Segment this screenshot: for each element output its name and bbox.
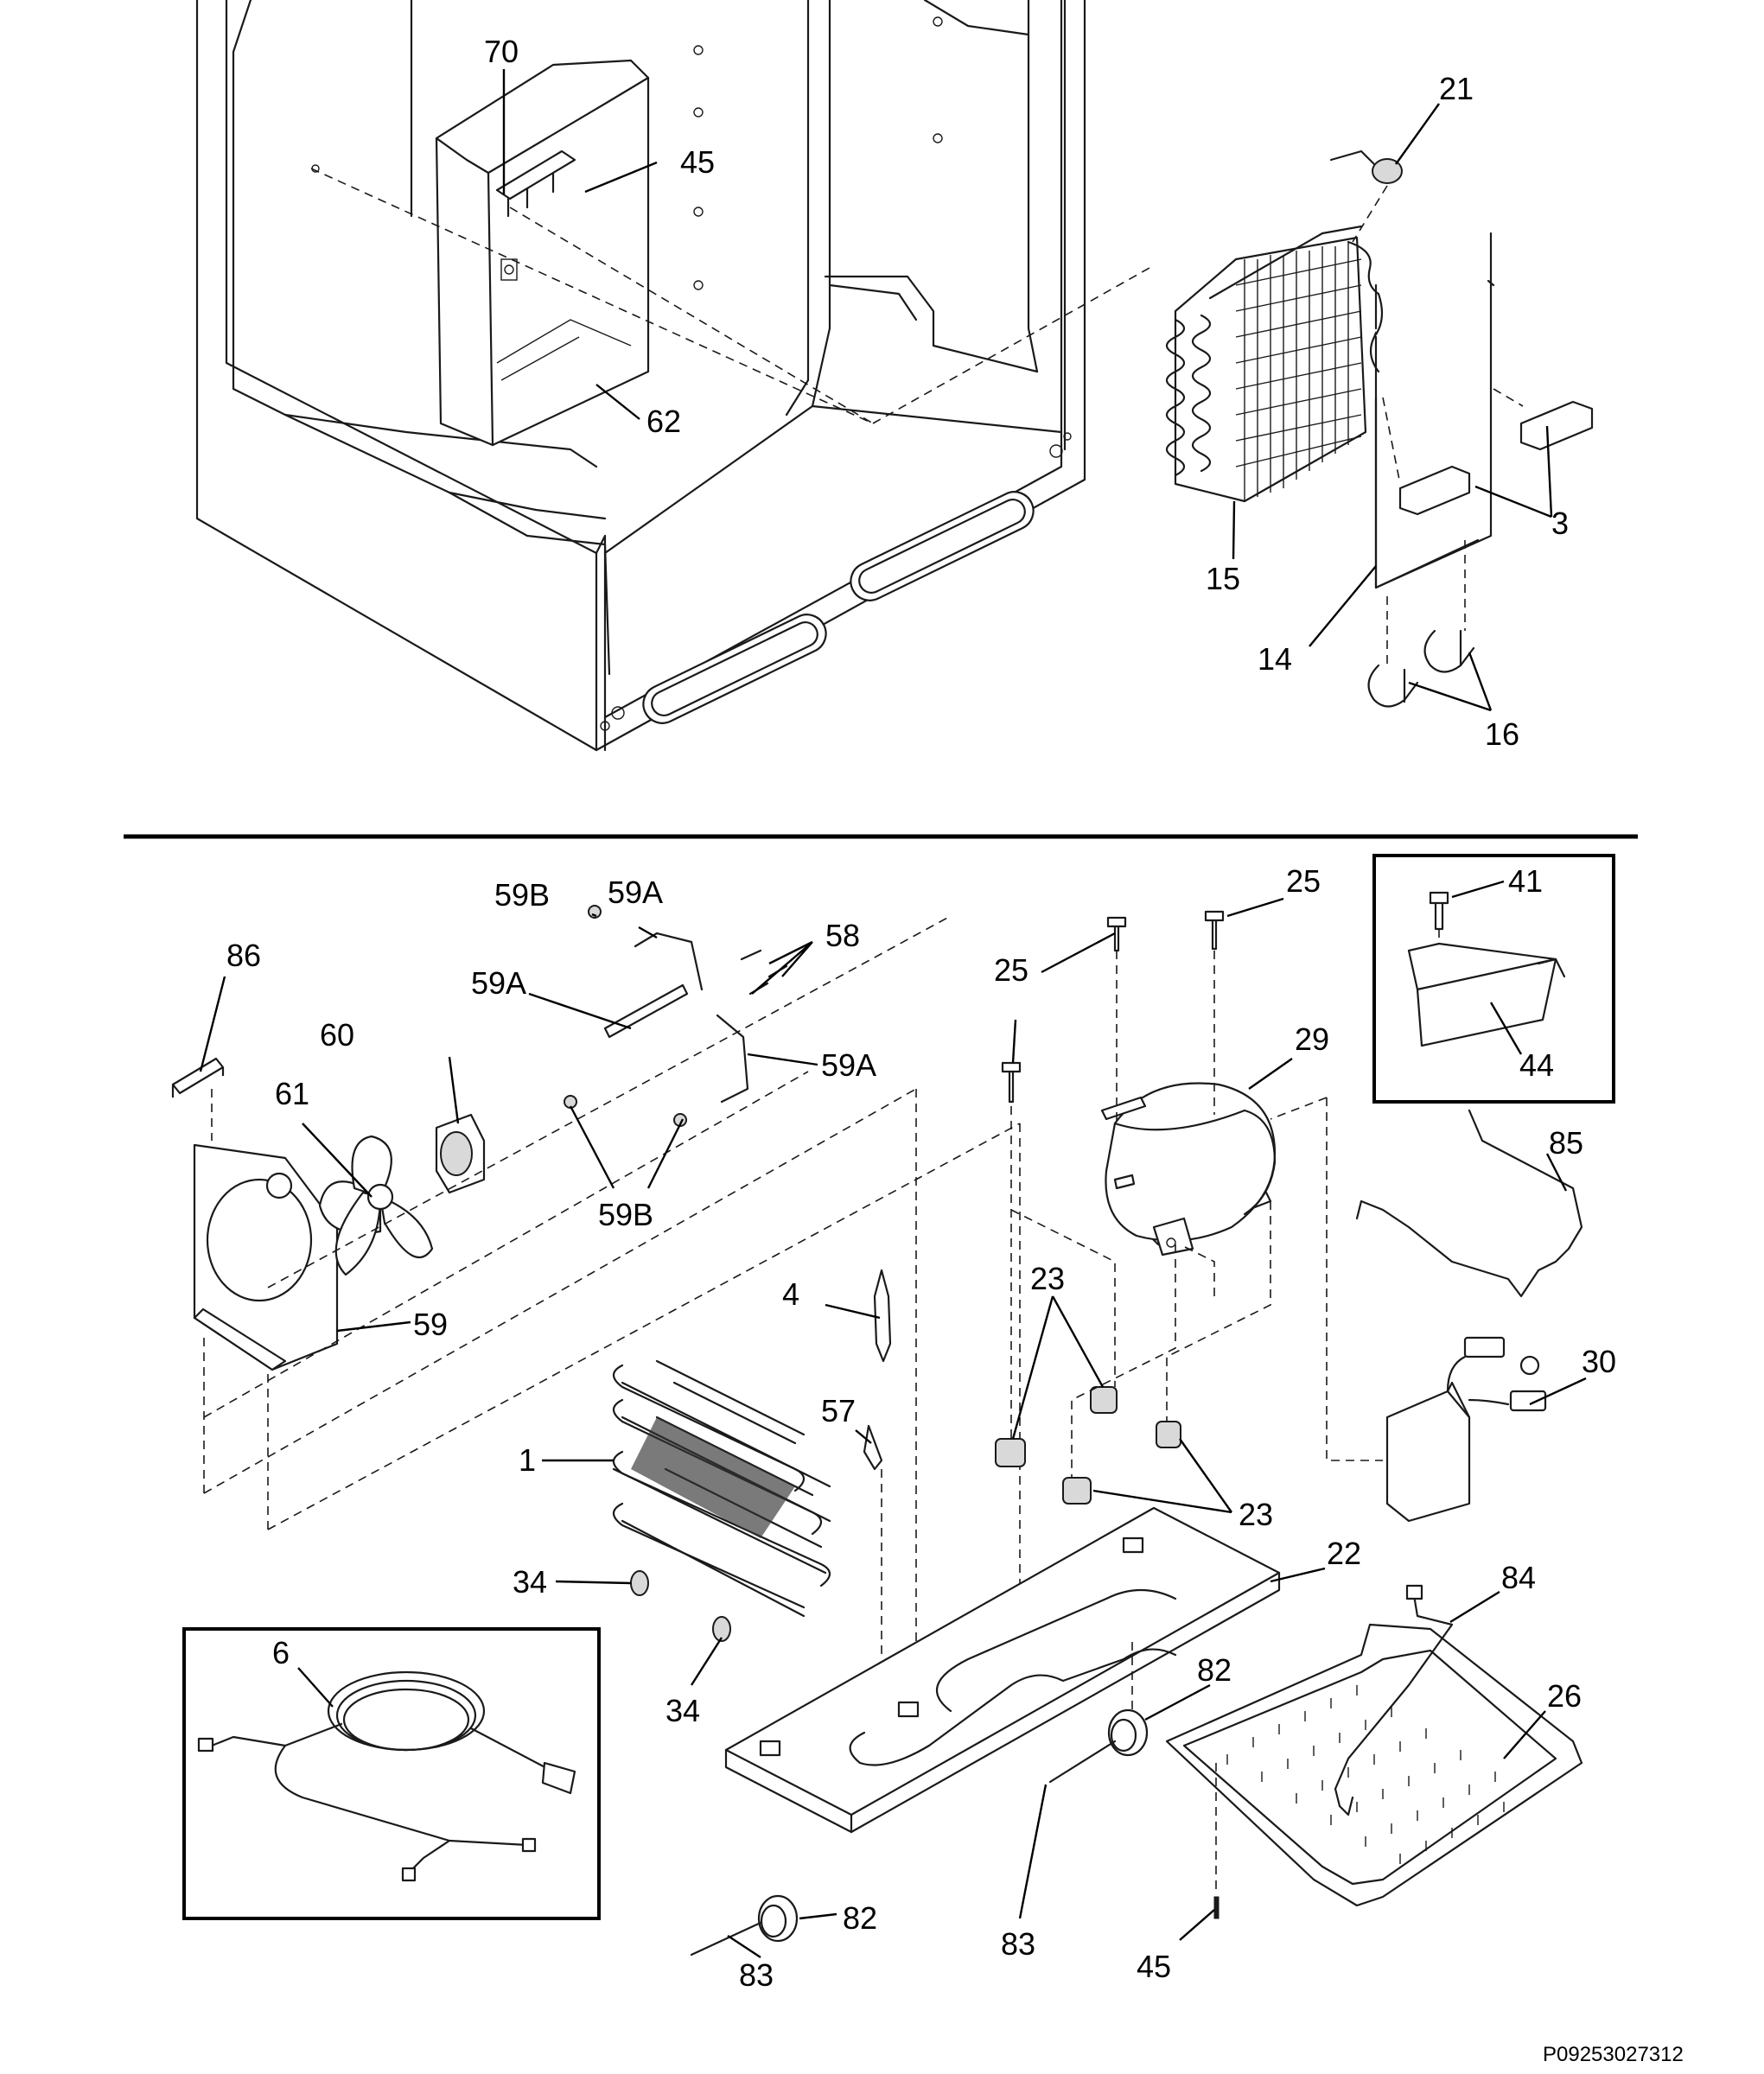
- label-61: 61: [275, 1076, 309, 1111]
- condenser-coil-bottom: [612, 1359, 831, 1618]
- label-34-top: 34: [513, 1564, 547, 1600]
- label-83-left: 83: [739, 1957, 774, 1993]
- label-82-left: 82: [843, 1900, 877, 1936]
- leader-lines: [199, 69, 1587, 1959]
- label-60: 60: [320, 1017, 354, 1053]
- label-34-bottom: 34: [665, 1693, 700, 1728]
- label-86: 86: [226, 938, 261, 973]
- grommet-b: [712, 1616, 731, 1642]
- label-59A-right: 59A: [821, 1047, 876, 1083]
- inset-bracket-box: [1372, 854, 1615, 1104]
- label-23-bottom: 23: [1239, 1497, 1273, 1532]
- drier: [873, 1269, 892, 1363]
- relay-overload: [1385, 1336, 1547, 1523]
- drier-fitting: [1329, 150, 1403, 184]
- condenser-bracket-rod: [1372, 232, 1495, 589]
- label-1: 1: [519, 1442, 536, 1478]
- label-59A-mid: 59A: [471, 965, 526, 1001]
- label-14: 14: [1258, 641, 1292, 677]
- drain-pan: [1165, 1623, 1583, 1907]
- compressor-grommets: [995, 1386, 1181, 1505]
- ice-bucket: [435, 59, 650, 447]
- drain-tube: [1355, 1109, 1583, 1298]
- fan-bracket: [171, 1057, 225, 1097]
- compressor-screws: [1001, 910, 1225, 1104]
- label-29: 29: [1295, 1021, 1329, 1057]
- label-25-right: 25: [1286, 863, 1321, 899]
- label-22: 22: [1327, 1536, 1361, 1571]
- label-15: 15: [1206, 561, 1240, 596]
- label-3: 3: [1551, 506, 1569, 541]
- rollers: [690, 1708, 1149, 1956]
- label-62: 62: [646, 404, 681, 439]
- pan-screw: [1213, 1896, 1220, 1919]
- label-83-right: 83: [1001, 1926, 1035, 1962]
- label-25-left: 25: [994, 952, 1028, 988]
- label-59B-bottom: 59B: [598, 1197, 653, 1232]
- label-59: 59: [413, 1307, 448, 1342]
- label-30: 30: [1582, 1344, 1616, 1379]
- power-cord-inset: [182, 1627, 601, 1920]
- label-84: 84: [1501, 1560, 1536, 1595]
- bucket-bracket: [495, 150, 576, 218]
- defrost-drain-tube: [1334, 1588, 1454, 1816]
- fan-motor: [435, 1113, 486, 1194]
- label-16: 16: [1485, 716, 1519, 752]
- condenser-coil-top: [1165, 225, 1384, 503]
- clip: [863, 1424, 883, 1471]
- label-45-top: 45: [680, 144, 715, 180]
- label-57: 57: [821, 1393, 856, 1428]
- fan-shroud: [193, 1143, 339, 1371]
- label-59A-top: 59A: [608, 875, 663, 910]
- label-44: 44: [1519, 1047, 1554, 1083]
- base-pan: [724, 1506, 1281, 1834]
- label-21: 21: [1439, 71, 1474, 106]
- motor-mount-hardware: [564, 905, 788, 1127]
- label-26: 26: [1547, 1678, 1582, 1714]
- mounting-blocks: [1398, 400, 1594, 516]
- part-number-code: P09253027312: [1543, 2043, 1684, 2066]
- fan-blade: [318, 1135, 434, 1276]
- callout-labels: 70 45 62 21 15 3 14 16 86 59B 59A 58 59A…: [226, 34, 1616, 1993]
- label-23-top: 23: [1030, 1261, 1065, 1296]
- cabinet-liner: [195, 0, 1086, 752]
- label-82-right: 82: [1197, 1652, 1232, 1688]
- label-45-bottom: 45: [1137, 1949, 1171, 1984]
- label-41: 41: [1508, 863, 1543, 899]
- label-58: 58: [825, 918, 860, 953]
- rod-clips: [1367, 629, 1475, 708]
- grommet-a: [630, 1570, 649, 1596]
- label-59B-top: 59B: [494, 877, 550, 913]
- label-70: 70: [484, 34, 519, 69]
- label-4: 4: [782, 1276, 799, 1312]
- label-6: 6: [272, 1635, 290, 1670]
- label-85: 85: [1549, 1125, 1583, 1161]
- compressor: [1100, 1082, 1277, 1256]
